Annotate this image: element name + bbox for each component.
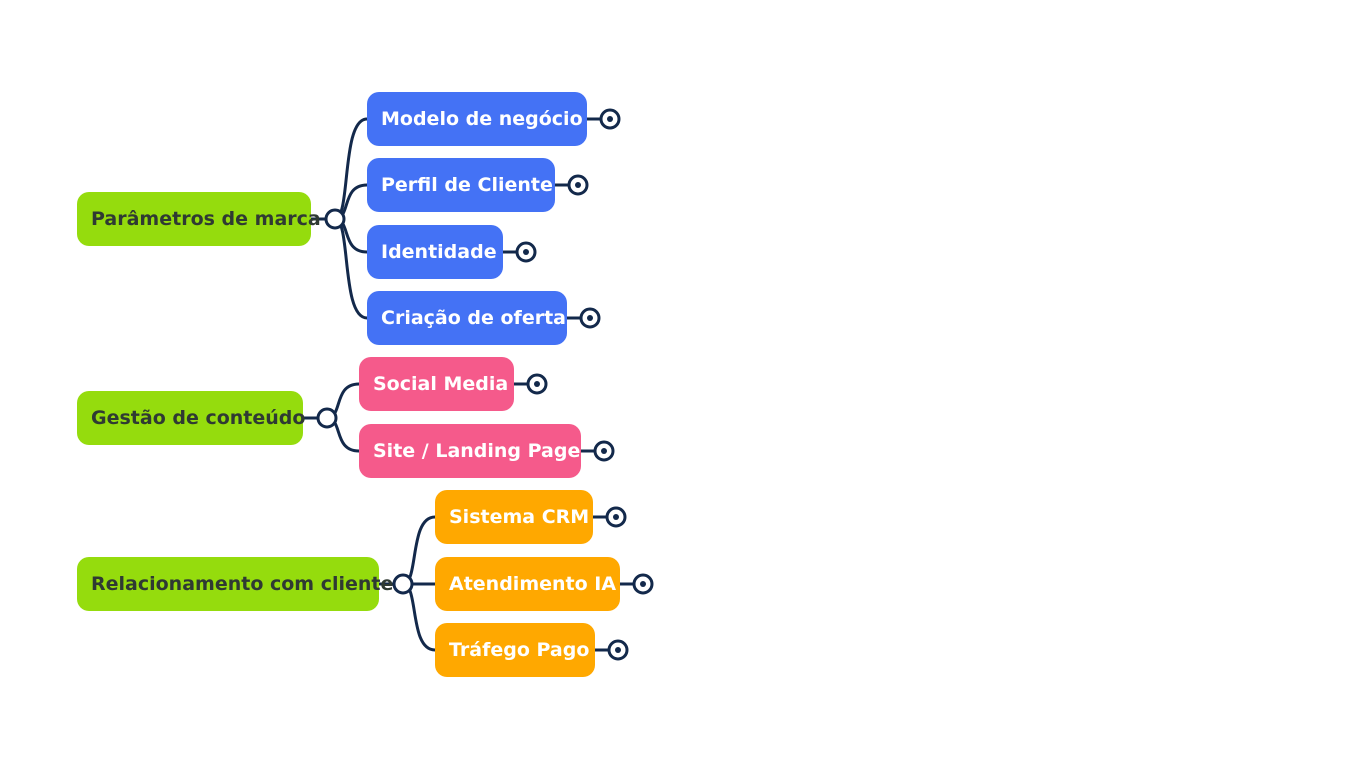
branch-connector-line [334,117,368,221]
expand-toggle-dot-icon [534,381,540,387]
expand-toggle-dot-icon [575,182,581,188]
child-node-label: Site / Landing Page [373,440,581,462]
junction-circle-icon [392,573,414,595]
junction-circle-icon [324,208,346,230]
root-node-label: Parâmetros de marca [91,208,321,230]
expand-toggle-dot-icon [640,581,646,587]
expand-toggle-dot-icon [523,249,529,255]
child-node-label: Tráfego Pago [449,639,590,661]
child-node-label: Sistema CRM [449,506,590,528]
junction-circle-icon [316,407,338,429]
branch-connector-line [402,515,436,586]
child-node-sistema-crm[interactable]: Sistema CRM [435,490,593,544]
child-node-atendimento-ia[interactable]: Atendimento IA [435,557,620,611]
child-node-label: Atendimento IA [449,573,617,595]
child-node-label: Criação de oferta [381,307,566,329]
child-node-trafego-pago[interactable]: Tráfego Pago [435,623,595,677]
child-node-perfil-de-cliente[interactable]: Perfil de Cliente [367,158,555,212]
root-node-label: Gestão de conteúdo [91,407,306,429]
expand-toggle-dot-icon [601,448,607,454]
expand-toggle-dot-icon [607,116,613,122]
child-node-label: Perfil de Cliente [381,174,553,196]
expand-toggle-dot-icon [613,514,619,520]
expand-toggle-dot-icon [615,647,621,653]
root-node-label: Relacionamento com cliente [91,573,394,595]
child-node-label: Identidade [381,241,497,263]
child-node-identidade[interactable]: Identidade [367,225,503,279]
root-node-parametros-de-marca[interactable]: Parâmetros de marca [77,192,321,246]
child-node-site-landing-page[interactable]: Site / Landing Page [359,424,581,478]
child-node-criacao-de-oferta[interactable]: Criação de oferta [367,291,567,345]
child-node-label: Modelo de negócio [381,108,583,130]
root-node-relacionamento-com-cliente[interactable]: Relacionamento com cliente [77,557,393,611]
child-node-social-media[interactable]: Social Media [359,357,514,411]
branch-connector-line [334,217,368,320]
child-node-label: Social Media [373,373,509,395]
root-node-gestao-de-conteudo[interactable]: Gestão de conteúdo [77,391,306,445]
branch-connector-line [402,582,436,652]
child-node-modelo-de-negocio[interactable]: Modelo de negócio [367,92,587,146]
expand-toggle-dot-icon [587,315,593,321]
